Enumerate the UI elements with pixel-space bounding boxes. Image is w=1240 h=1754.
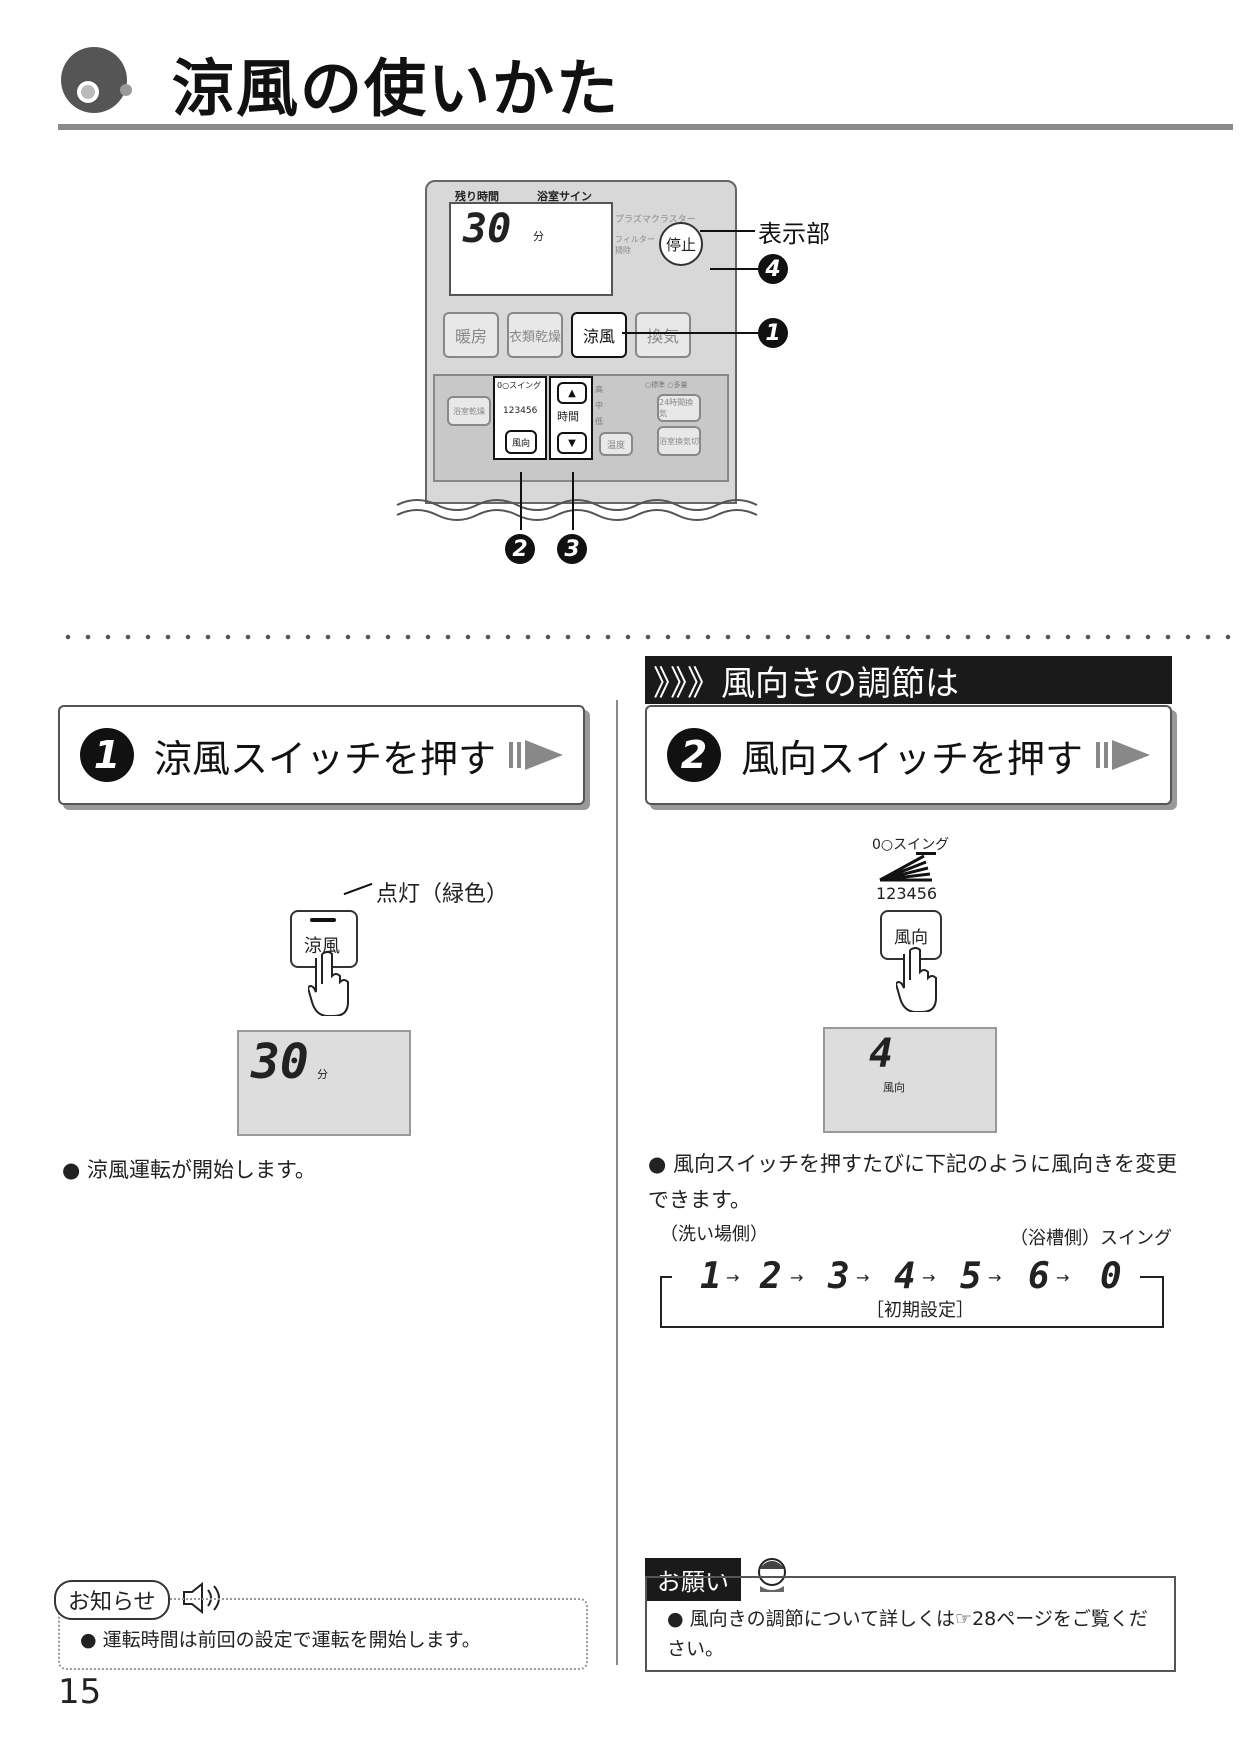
bath-dry-button[interactable]: 浴室乾燥 bbox=[447, 396, 491, 426]
notice-text: 運転時間は前回の設定で運転を開始します。 bbox=[102, 1629, 481, 1651]
request-text: 風向きの調節について詳しくは☞28ページをご覧ください。 bbox=[667, 1608, 1148, 1660]
step1-bullet: ● 涼風運転が開始します。 bbox=[62, 1158, 316, 1182]
panel-wave-edge bbox=[396, 499, 758, 521]
remote-control-panel: 残り時間 浴室サイン 30 分 プラズマクラスター フィルター掃除 停止 暖房 … bbox=[425, 180, 737, 504]
cool-breeze-switch-illustration: 涼風 bbox=[290, 910, 358, 968]
callout1-line bbox=[622, 332, 758, 334]
step2-lcd-caption: 風向 bbox=[883, 1081, 905, 1094]
lit-label: 点灯（緑色） bbox=[376, 882, 509, 907]
notice-box: ● 運転時間は前回の設定で運転を開始します。 bbox=[58, 1598, 588, 1670]
ventilation-button[interactable]: 換気 bbox=[635, 312, 691, 358]
time-label: 時間 bbox=[557, 410, 579, 423]
remaining-time-label: 残り時間 bbox=[455, 190, 499, 203]
step1-button-label: 涼風 bbox=[304, 936, 340, 957]
step2-lcd-value: 4 bbox=[869, 1031, 894, 1077]
swing-label: 0○スイング bbox=[497, 381, 542, 390]
tub-side-label: （浴槽側）スイング bbox=[1010, 1228, 1172, 1249]
time-down-button[interactable]: ▼ bbox=[557, 432, 587, 454]
step2-swing-numbers: 123456 bbox=[876, 884, 938, 903]
callout4-line bbox=[710, 268, 758, 270]
step2-hand-icon bbox=[896, 947, 937, 1012]
page-number: 15 bbox=[58, 1672, 102, 1712]
panel-lcd: 30 分 bbox=[449, 202, 613, 296]
callout-3-badge: 3 bbox=[557, 534, 587, 564]
swing-numbers: 123456 bbox=[503, 406, 538, 416]
vent24-button[interactable]: 24時間換気 bbox=[657, 394, 701, 422]
seq-item-0: 0 bbox=[1100, 1256, 1122, 1297]
dotted-separator bbox=[58, 634, 1238, 640]
step2-lcd: 4 風向 bbox=[823, 1027, 997, 1133]
callout-4-badge: 4 bbox=[758, 254, 788, 284]
seq-item-5: 5 bbox=[960, 1256, 982, 1297]
seq-item-4: 4 bbox=[894, 1256, 916, 1297]
title-bullet-icon bbox=[61, 47, 132, 113]
request-box: ● 風向きの調節について詳しくは☞28ページをご覧ください。 bbox=[645, 1576, 1176, 1672]
bath-sign-label: 浴室サイン bbox=[537, 190, 592, 203]
default-label: ［初期設定］ bbox=[866, 1300, 974, 1321]
cool-breeze-button[interactable]: 涼風 bbox=[571, 312, 627, 358]
stop-button[interactable]: 停止 bbox=[659, 222, 703, 266]
request-bullet: ● 風向きの調節について詳しくは☞28ページをご覧ください。 bbox=[667, 1608, 1148, 1660]
step1-box: 1 涼風スイッチを押す bbox=[58, 705, 585, 805]
callout2-line bbox=[520, 472, 522, 530]
request-heading: お願い bbox=[645, 1558, 741, 1601]
display-callout-line bbox=[700, 230, 755, 232]
lit-indicator bbox=[310, 918, 336, 922]
step2-box: 2 風向スイッチを押す bbox=[645, 705, 1172, 805]
step2-number: 2 bbox=[667, 728, 721, 782]
seq-item-2: 2 bbox=[760, 1256, 782, 1297]
direction-sequence: 1 → 2 → 3 → 4 → 5 → 6 → 0 ［初期設定］ bbox=[660, 1256, 1164, 1328]
std-label: ○標準 ○多量 bbox=[645, 381, 688, 389]
callout3-line bbox=[572, 472, 574, 530]
callout-1-badge: 1 bbox=[758, 318, 788, 348]
direction-group: 0○スイング 123456 風向 bbox=[493, 376, 547, 460]
clothes-dry-button[interactable]: 衣類乾燥 bbox=[507, 312, 563, 358]
step1-lcd-unit: 分 bbox=[317, 1068, 328, 1081]
time-group: ▲ 時間 ▼ bbox=[549, 376, 593, 460]
seq-item-1: 1 bbox=[700, 1256, 722, 1297]
callout-2-badge: 2 bbox=[505, 534, 535, 564]
step1-next-arrow-icon bbox=[509, 740, 563, 770]
panel-lcd-value: 30 bbox=[463, 206, 512, 252]
step1-lcd: 30 分 bbox=[237, 1030, 411, 1136]
step1-bullet-text: 涼風運転が開始します。 bbox=[87, 1158, 316, 1182]
panel-lcd-unit: 分 bbox=[533, 230, 544, 243]
seq-item-6: 6 bbox=[1028, 1256, 1050, 1297]
step2-swing-label: 0○スイング bbox=[872, 837, 950, 853]
notice-bullet: ● 運転時間は前回の設定で運転を開始します。 bbox=[80, 1629, 481, 1651]
level-low: 低 bbox=[595, 417, 603, 426]
column-divider bbox=[616, 700, 618, 1665]
worker-icon bbox=[758, 1558, 786, 1592]
heat-button[interactable]: 暖房 bbox=[443, 312, 499, 358]
step2-bullet-text: 風向スイッチを押すたびに下記のように風向きを変更できます。 bbox=[648, 1152, 1177, 1212]
panel-lower-section: 浴室乾燥 0○スイング 123456 風向 ▲ 時間 ▼ 高 中 低 温度 ○標… bbox=[433, 374, 729, 482]
swing-fan-icon bbox=[879, 852, 936, 882]
step1-lcd-value: 30 bbox=[251, 1034, 309, 1090]
notice-heading: お知らせ bbox=[54, 1580, 170, 1620]
bath-vent-off-button[interactable]: 浴室換気切 bbox=[657, 426, 701, 456]
step1-number: 1 bbox=[80, 728, 134, 782]
plasma-cluster-label: プラズマクラスター bbox=[615, 215, 696, 225]
temperature-button[interactable]: 温度 bbox=[599, 432, 633, 456]
step1-title: 涼風スイッチを押す bbox=[154, 736, 497, 781]
display-callout-label: 表示部 bbox=[758, 220, 830, 248]
seq-item-3: 3 bbox=[828, 1256, 850, 1297]
time-up-button[interactable]: ▲ bbox=[557, 382, 587, 404]
step2-next-arrow-icon bbox=[1096, 740, 1150, 770]
title-rule bbox=[58, 124, 1233, 130]
lit-callout-line bbox=[343, 882, 373, 896]
filter-label: フィルター掃除 bbox=[615, 235, 655, 255]
step2-title: 風向スイッチを押す bbox=[741, 736, 1084, 781]
level-high: 高 bbox=[595, 385, 603, 394]
level-mid: 中 bbox=[595, 401, 603, 410]
page-title: 涼風の使いかた bbox=[172, 52, 621, 125]
section-heading: 》》》風向きの調節は bbox=[645, 656, 1172, 704]
step2-bullet: ● 風向スイッチを押すたびに下記のように風向きを変更できます。 bbox=[648, 1152, 1177, 1212]
wash-side-label: （洗い場側） bbox=[660, 1224, 768, 1245]
direction-button[interactable]: 風向 bbox=[505, 430, 537, 454]
step1-hand-icon bbox=[308, 951, 349, 1016]
